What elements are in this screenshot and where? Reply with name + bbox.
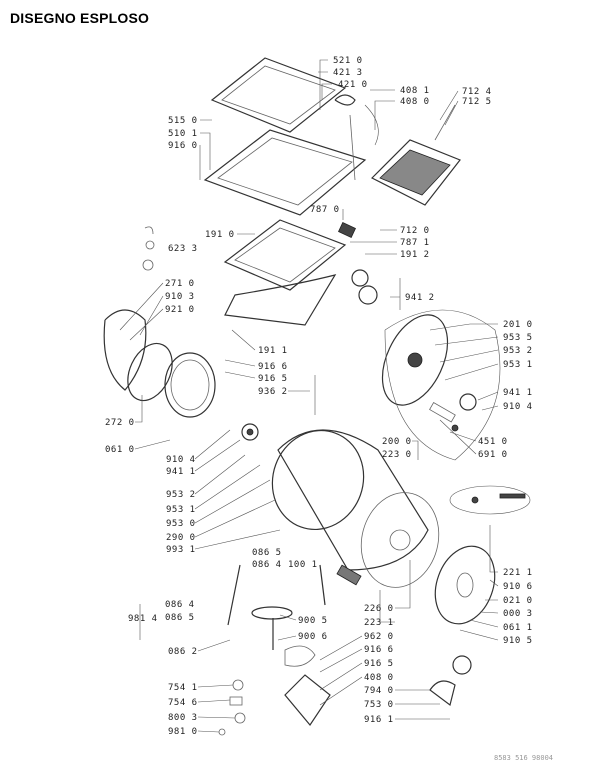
part-label: 201 0	[503, 320, 533, 330]
part-label: 510 1	[168, 129, 198, 139]
part-label: 712 5	[462, 97, 492, 107]
part-label: 993 1	[166, 545, 196, 555]
part-label: 916 0	[168, 141, 198, 151]
part-label: 221 1	[503, 568, 533, 578]
part-label: 451 0	[478, 437, 508, 447]
part-label: 753 0	[364, 700, 394, 710]
top-frame	[203, 114, 367, 216]
diagram-title: DISEGNO ESPLOSO	[10, 10, 150, 26]
part-label: 712 0	[400, 226, 430, 236]
part-label: 191 2	[400, 250, 430, 260]
drawing-code: 8583 516 98004	[494, 754, 553, 762]
hinge-parts	[334, 94, 379, 146]
part-label: 421 3	[333, 68, 363, 78]
part-label: 691 0	[478, 450, 508, 460]
part-label: 100 1	[288, 560, 318, 570]
part-label: 981 4	[128, 614, 158, 624]
tub	[271, 429, 440, 588]
part-label: 223 1	[364, 618, 394, 628]
pump-and-feet	[218, 606, 472, 736]
part-label: 408 1	[400, 86, 430, 96]
part-label: 941 2	[405, 293, 435, 303]
part-label: 521 0	[333, 56, 363, 66]
part-label: 953 1	[503, 360, 533, 370]
part-label: 754 1	[168, 683, 198, 693]
part-label: 086 2	[168, 647, 198, 657]
part-label: 086 4	[165, 600, 195, 610]
part-label: 910 4	[503, 402, 533, 412]
part-label: 515 0	[168, 116, 198, 126]
part-label: 226 0	[364, 604, 394, 614]
part-label: 794 0	[364, 686, 394, 696]
part-label: 916 6	[258, 362, 288, 372]
part-label: 910 3	[165, 292, 195, 302]
part-label: 916 1	[364, 715, 394, 725]
rear-tub-drum	[381, 309, 501, 461]
part-label: 000 3	[503, 609, 533, 619]
part-label: 916 5	[258, 374, 288, 384]
part-label: 900 6	[298, 632, 328, 642]
part-label: 787 0	[310, 205, 340, 215]
part-label: 200 0	[382, 437, 412, 447]
part-label: 712 4	[462, 87, 492, 97]
part-label: 290 0	[166, 533, 196, 543]
part-label: 787 1	[400, 238, 430, 248]
part-label: 272 0	[105, 418, 135, 428]
part-label: 941 1	[166, 467, 196, 477]
motor-parts	[449, 485, 531, 515]
part-label: 271 0	[165, 279, 195, 289]
part-label: 941 1	[503, 388, 533, 398]
part-label: 800 3	[168, 713, 198, 723]
part-label: 953 2	[166, 490, 196, 500]
part-label: 953 2	[503, 346, 533, 356]
part-label: 086 4	[252, 560, 282, 570]
detergent-drawer	[223, 219, 378, 326]
part-label: 061 0	[105, 445, 135, 455]
part-label: 916 6	[364, 645, 394, 655]
part-label: 900 5	[298, 616, 328, 626]
part-label: 623 3	[168, 244, 198, 254]
part-label: 408 0	[364, 673, 394, 683]
door-hinge-seal	[241, 423, 259, 441]
part-label: 061 1	[503, 623, 533, 633]
part-label: 910 5	[503, 636, 533, 646]
part-label: 223 0	[382, 450, 412, 460]
part-label: 408 0	[400, 97, 430, 107]
part-labels: 521 0 421 3 421 0 408 1 408 0 712 4 712 …	[105, 56, 533, 737]
top-lid	[210, 57, 347, 133]
part-label: 921 0	[165, 305, 195, 315]
shock-absorbers	[227, 564, 362, 626]
small-parts-623	[142, 226, 155, 271]
part-label: 754 6	[168, 698, 198, 708]
part-label: 953 5	[503, 333, 533, 343]
part-label: 953 0	[166, 519, 196, 529]
part-label: 086 5	[165, 613, 195, 623]
front-door	[103, 309, 216, 418]
part-label: 910 6	[503, 582, 533, 592]
part-label: 953 1	[166, 505, 196, 515]
part-label: 936 2	[258, 387, 288, 397]
part-label: 962 0	[364, 632, 394, 642]
part-label: 916 5	[364, 659, 394, 669]
control-panel	[370, 104, 461, 206]
part-label: 191 1	[258, 346, 288, 356]
part-label: 191 0	[205, 230, 235, 240]
rear-panel	[434, 545, 496, 625]
part-label: 421 0	[338, 80, 368, 90]
leader-lines	[119, 59, 499, 733]
part-label: 021 0	[503, 596, 533, 606]
part-label: 981 0	[168, 727, 198, 737]
part-label: 086 5	[252, 548, 282, 558]
part-label: 910 4	[166, 455, 196, 465]
